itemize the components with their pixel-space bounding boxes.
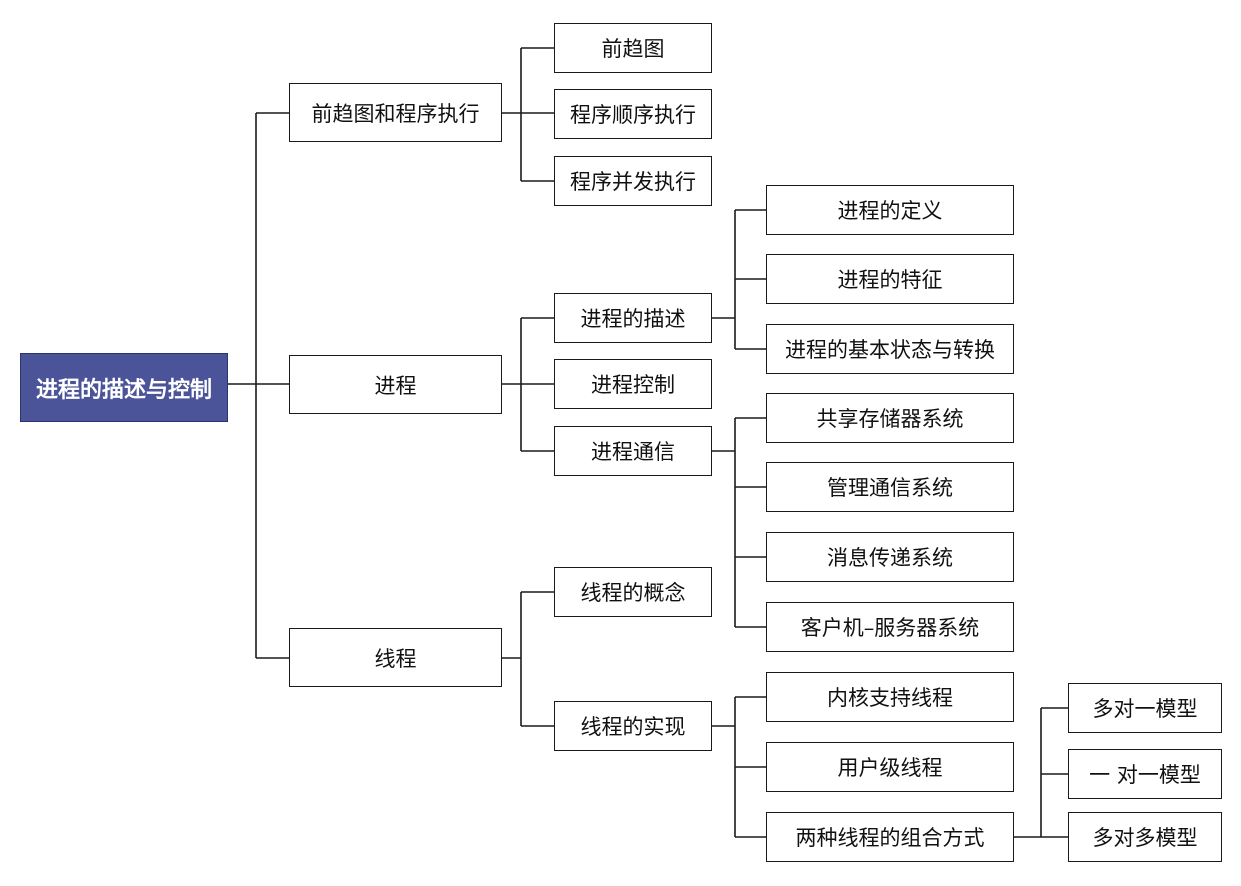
node-thread-implementation: 线程的实现	[554, 701, 712, 751]
node-precedence-graph: 前趋图	[554, 23, 712, 73]
node-precedence-and-execution: 前趋图和程序执行	[289, 83, 502, 142]
node-shared-memory: 共享存储器系统	[766, 393, 1014, 443]
node-message-passing: 消息传递系统	[766, 532, 1014, 582]
node-process-description: 进程的描述	[554, 293, 712, 343]
node-kernel-threads: 内核支持线程	[766, 672, 1014, 722]
node-process-definition: 进程的定义	[766, 185, 1014, 235]
node-process-communication: 进程通信	[554, 426, 712, 476]
node-thread-concept: 线程的概念	[554, 567, 712, 617]
node-process-states: 进程的基本状态与转换	[766, 324, 1014, 374]
node-concurrent-execution: 程序并发执行	[554, 156, 712, 206]
node-client-server: 客户机–服务器系统	[766, 602, 1014, 652]
node-pipe-communication: 管理通信系统	[766, 462, 1014, 512]
node-many-to-many: 多对多模型	[1068, 812, 1222, 862]
node-user-threads: 用户级线程	[766, 742, 1014, 792]
node-combined-threads: 两种线程的组合方式	[766, 812, 1014, 862]
node-sequential-execution: 程序顺序执行	[554, 89, 712, 139]
root-node: 进程的描述与控制	[20, 353, 228, 422]
node-process-control: 进程控制	[554, 359, 712, 409]
node-one-to-one: 一 对一模型	[1068, 749, 1222, 799]
node-many-to-one: 多对一模型	[1068, 683, 1222, 733]
node-process: 进程	[289, 355, 502, 414]
node-process-features: 进程的特征	[766, 254, 1014, 304]
node-thread: 线程	[289, 628, 502, 687]
